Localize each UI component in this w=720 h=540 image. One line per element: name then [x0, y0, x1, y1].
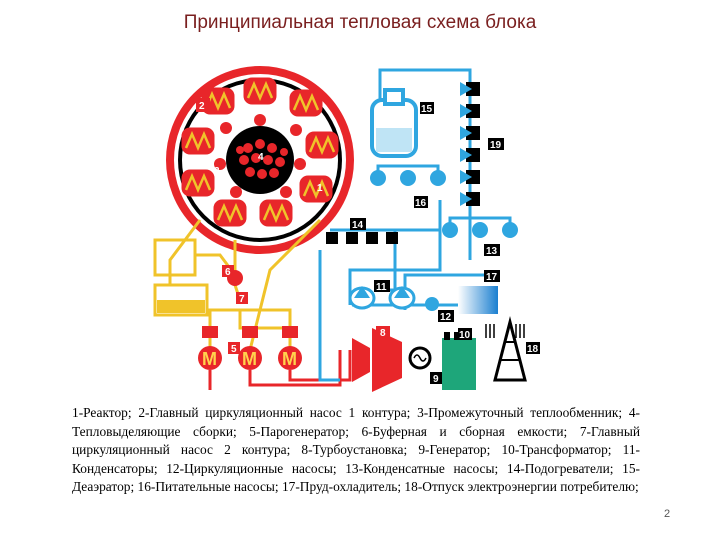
steam-generators: M M M 5 — [198, 326, 302, 370]
buffer-tank — [153, 283, 209, 317]
cooling-pond: 17 — [458, 270, 500, 314]
motor-label-3: M — [282, 349, 297, 369]
label-1: 1 — [317, 183, 323, 194]
label-12: 12 — [440, 312, 452, 323]
label-4: 4 — [258, 152, 264, 163]
condensate-pumps: 13 — [442, 216, 518, 257]
label-11: 11 — [376, 282, 387, 293]
turbine: 8 — [352, 326, 402, 392]
reactor: 2 3 4 1 — [166, 66, 354, 254]
circulation-pump-7: 6 7 — [222, 265, 248, 305]
deaerator: 15 — [370, 88, 434, 158]
thermal-scheme-diagram: 2 3 4 1 6 7 M M M 5 — [153, 66, 540, 392]
motor-label-1: M — [202, 349, 217, 369]
page-title: Принципиальная тепловая схема блока — [183, 12, 537, 33]
label-5: 5 — [231, 344, 237, 355]
circulation-pump-12: 12 — [425, 297, 454, 323]
label-14: 14 — [352, 220, 364, 231]
label-18: 18 — [527, 344, 539, 355]
label-9: 9 — [433, 374, 439, 385]
generator: 9 — [408, 346, 442, 385]
transformer: 10 — [442, 328, 476, 390]
label-3: 3 — [214, 166, 220, 177]
label-17: 17 — [486, 272, 498, 283]
label-10: 10 — [459, 330, 471, 341]
label-7: 7 — [239, 294, 245, 305]
motor-label-2: M — [242, 349, 257, 369]
label-6: 6 — [225, 267, 231, 278]
label-13: 13 — [486, 246, 498, 257]
svg-text:19: 19 — [490, 140, 502, 151]
condensers: 11 — [348, 280, 416, 310]
legend-caption: 1-Реактор; 2-Главный циркуляционный насо… — [72, 405, 640, 495]
label-16: 16 — [415, 198, 427, 209]
power-tower: 18 — [485, 316, 540, 382]
water-pipes — [318, 68, 490, 382]
feed-pumps: 16 — [370, 164, 446, 209]
heaters-14: 14 — [326, 218, 398, 244]
heaters-column: 19 — [460, 82, 504, 206]
page-number: 2 — [664, 508, 671, 520]
label-2: 2 — [199, 101, 205, 112]
label-8: 8 — [380, 328, 386, 339]
label-15: 15 — [421, 104, 433, 115]
